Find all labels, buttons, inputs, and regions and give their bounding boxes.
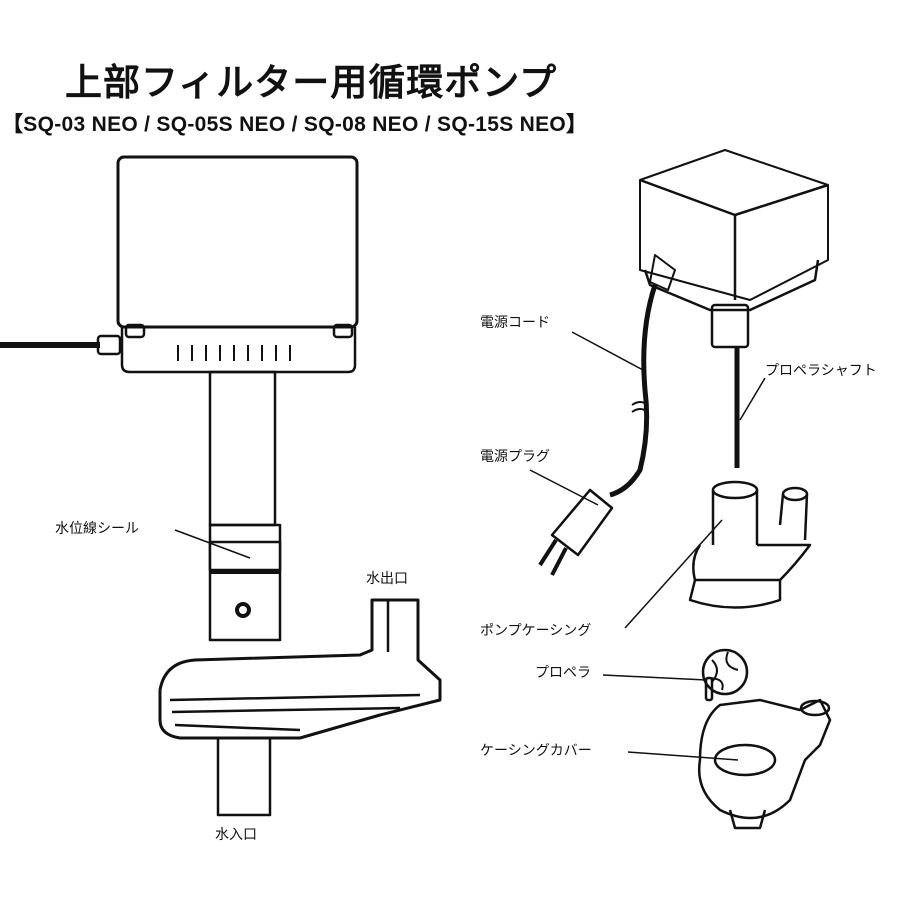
label-pump-casing: ポンプケーシング xyxy=(480,623,592,639)
label-waterline-seal: 水位線シール xyxy=(55,521,139,537)
assembled-pump-drawing xyxy=(0,155,442,817)
label-power-plug: 電源プラグ xyxy=(480,449,550,465)
label-propeller: プロペラ xyxy=(535,665,591,681)
label-water-outlet: 水出口 xyxy=(366,571,408,587)
label-water-inlet: 水入口 xyxy=(215,827,257,843)
leader-lines xyxy=(174,331,766,761)
exploded-parts-drawing xyxy=(538,149,832,830)
label-power-cord: 電源コード xyxy=(480,315,550,331)
label-propeller-shaft: プロペラシャフト xyxy=(765,363,877,379)
page-title: 上部フィルター用循環ポンプ xyxy=(65,61,558,104)
label-casing-cover: ケーシングカバー xyxy=(480,743,592,759)
model-list: 【SQ-03 NEO / SQ-05S NEO / SQ-08 NEO / SQ… xyxy=(2,113,588,136)
